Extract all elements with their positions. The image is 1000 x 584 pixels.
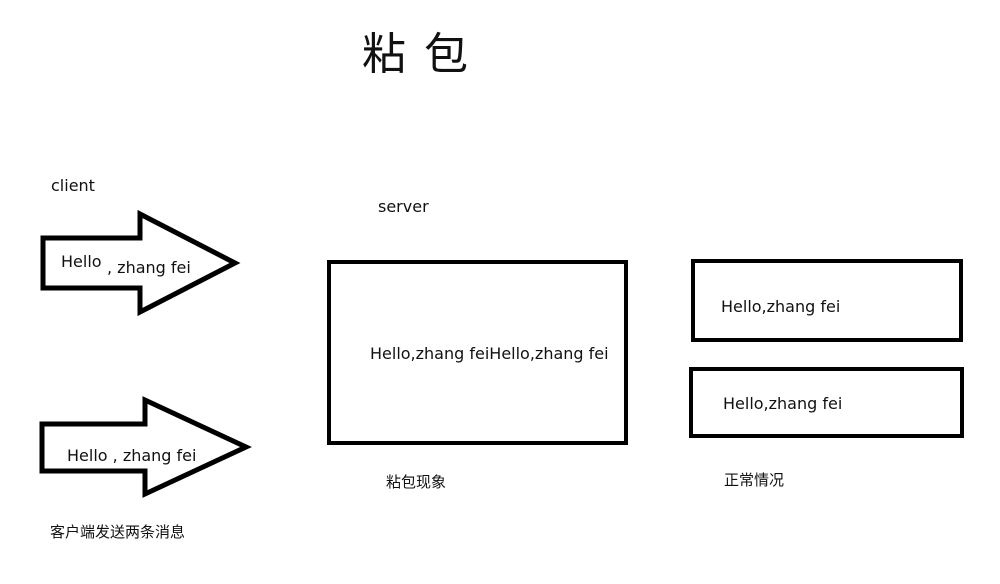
server-label: server xyxy=(378,197,429,216)
arrow-message-1 xyxy=(40,209,241,317)
normal-packet-text-2: Hello,zhang fei xyxy=(723,394,843,413)
arrow-message-2 xyxy=(39,396,252,498)
arrow-1-text-hello: Hello xyxy=(61,252,102,271)
normal-caption: 正常情况 xyxy=(724,471,785,489)
client-caption: 客户端发送两条消息 xyxy=(50,523,186,541)
normal-packet-text-1: Hello,zhang fei xyxy=(721,297,841,316)
sticky-packet-box xyxy=(327,260,628,445)
diagram-title: 粘包 xyxy=(362,29,486,80)
client-label: client xyxy=(51,176,95,195)
sticky-packet-text: Hello,zhang feiHello,zhang fei xyxy=(370,344,609,363)
arrow-2-text: Hello , zhang fei xyxy=(67,446,197,465)
sticky-caption: 粘包现象 xyxy=(386,473,447,491)
normal-packet-box-1 xyxy=(691,259,963,342)
normal-packet-box-2 xyxy=(689,367,964,438)
arrow-1-text-name: , zhang fei xyxy=(107,258,191,277)
